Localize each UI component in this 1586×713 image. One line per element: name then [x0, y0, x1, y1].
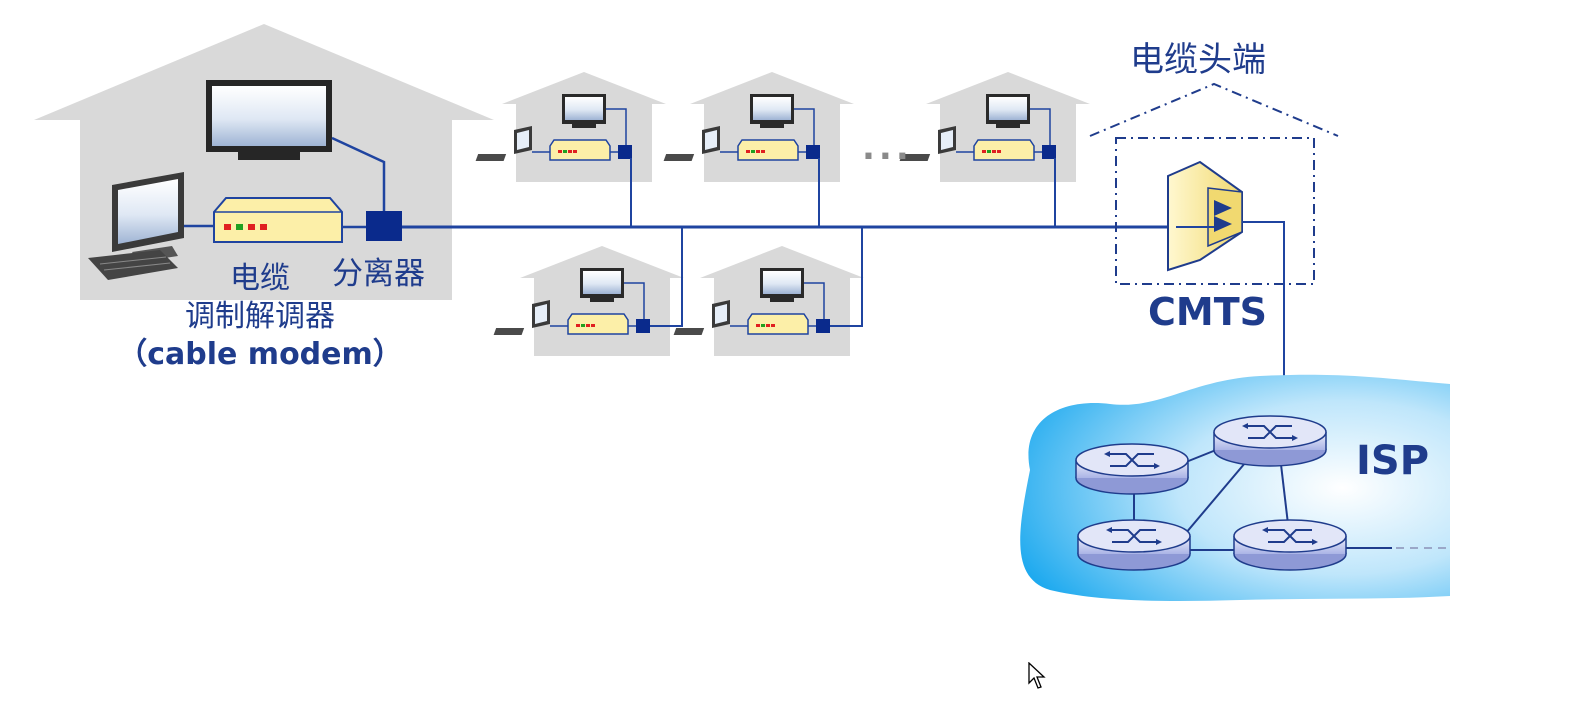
tv-cable [331, 136, 386, 212]
cloud-icon [1020, 374, 1450, 601]
headend-boundary [1089, 82, 1339, 285]
cable-modem-label-line3: （cable modem） [117, 337, 403, 372]
router-icon [1075, 443, 1189, 495]
cable-modem-label: 电缆 调制解调器 （cable modem） [105, 260, 415, 374]
house-icon [672, 245, 865, 357]
cmts-label: CMTS [1148, 290, 1267, 334]
cable-modem-label-line1: 电缆 [230, 261, 290, 296]
headend-label: 电缆头端 [1130, 40, 1266, 80]
router-icon [1213, 415, 1327, 467]
isp-label: ISP [1356, 438, 1430, 484]
splitter-icon [366, 211, 402, 241]
house-icon [662, 71, 855, 183]
splitter-label: 分离器 [332, 256, 425, 292]
router-icon [1077, 519, 1191, 571]
cmts-isp-link [1242, 221, 1285, 416]
house-icon [898, 71, 1091, 183]
cmts-icon [1167, 160, 1243, 272]
computer-icon [88, 172, 184, 280]
tv-icon [206, 80, 332, 160]
cable-modem-icon [213, 197, 343, 243]
router-links [1133, 449, 1450, 551]
cursor-icon [1028, 662, 1046, 689]
router-icon [1233, 519, 1347, 571]
house-icon [492, 245, 685, 357]
more-houses-ellipsis: ... [862, 128, 913, 168]
house-icon [474, 71, 667, 183]
cable-modem-label-line2: 调制解调器 [185, 299, 335, 334]
